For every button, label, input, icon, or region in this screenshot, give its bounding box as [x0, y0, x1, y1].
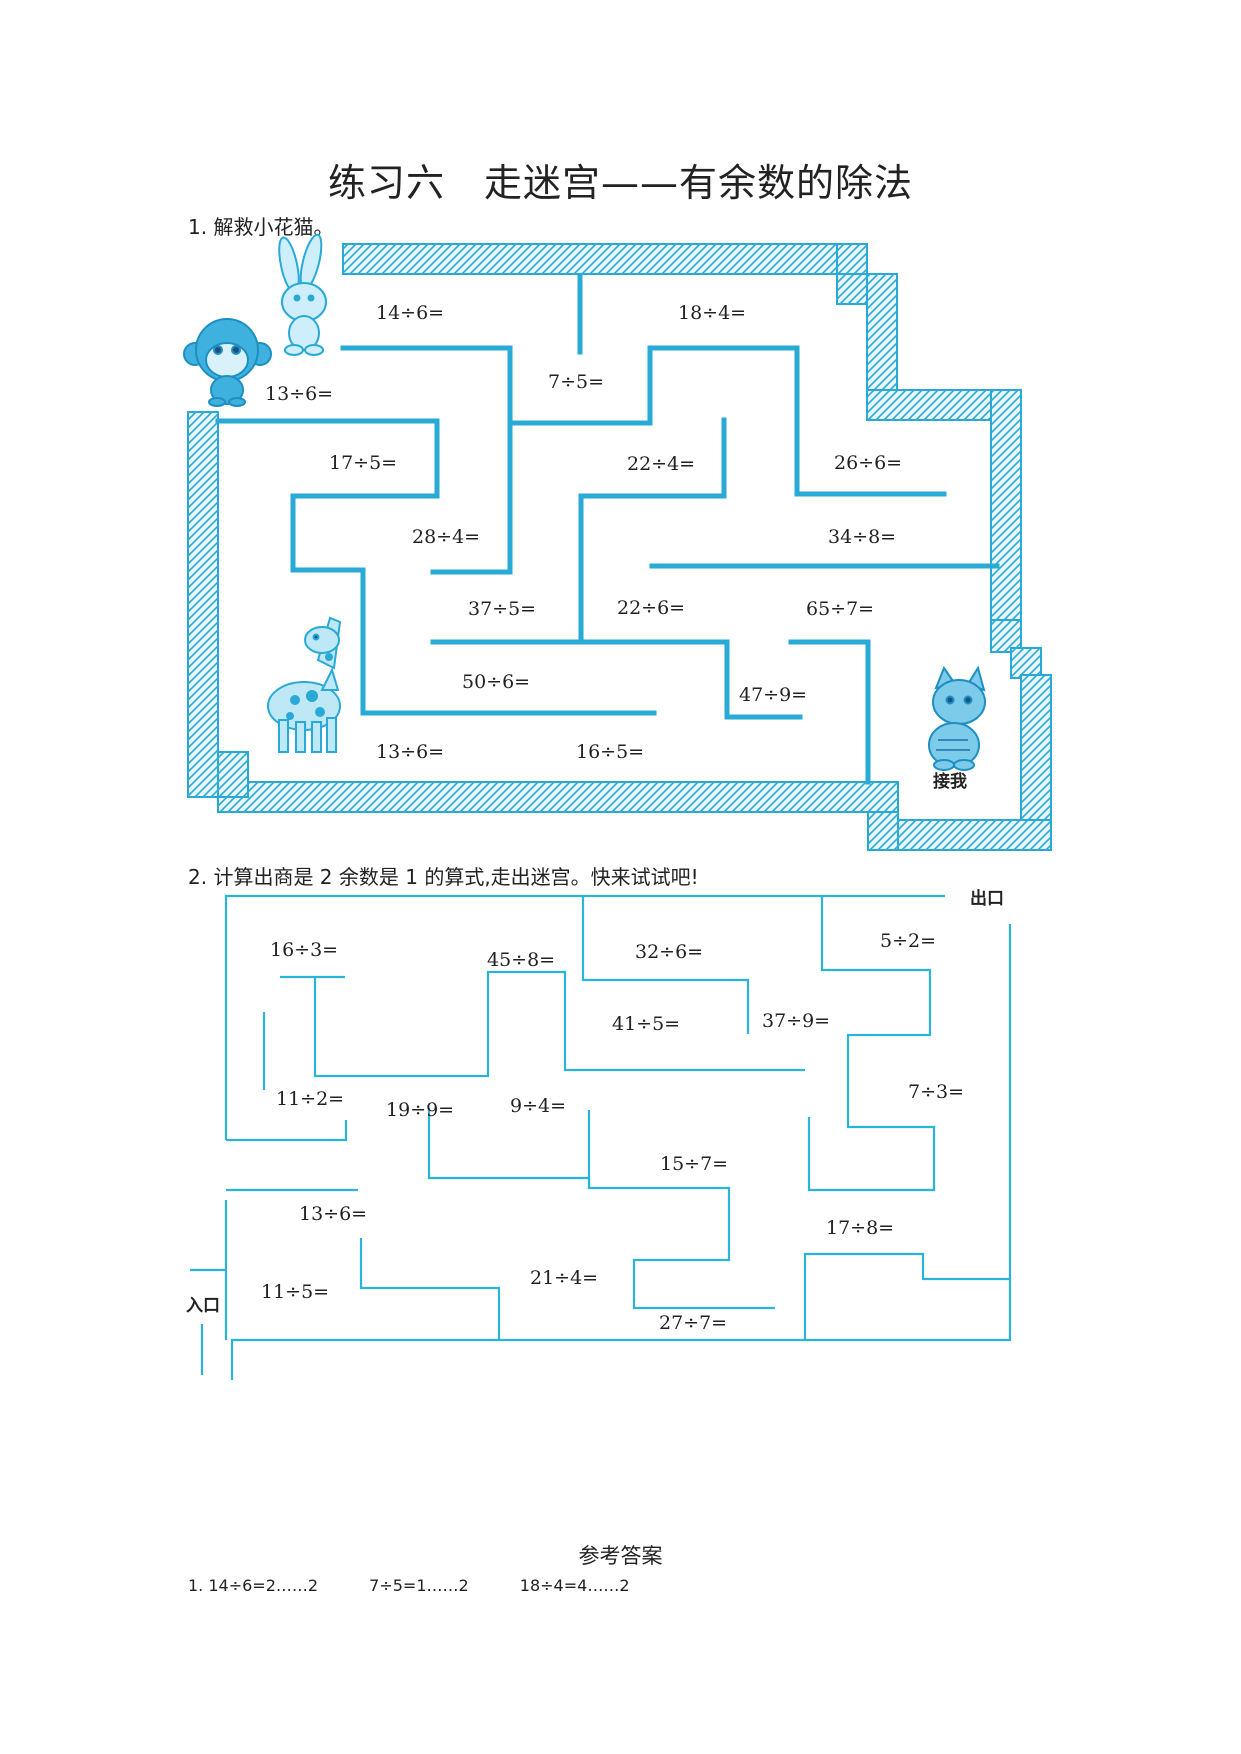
- eq-65-7: 65÷7=: [806, 598, 874, 620]
- page-title: 练习六 走迷宫——有余数的除法: [327, 161, 913, 205]
- answer-item: 1. 14÷6=2……2: [188, 1576, 319, 1595]
- maze-1-equations: 14÷6= 18÷4= 13÷6= 7÷5= 17÷5= 22÷4= 26÷6=…: [265, 302, 902, 763]
- giraffe-icon: [267, 616, 342, 753]
- eq-22-6: 22÷6=: [617, 597, 685, 619]
- eq-18-4: 18÷4=: [678, 302, 746, 324]
- answer-item: 18÷4=4……2: [519, 1576, 630, 1595]
- eq-28-4: 28÷4=: [412, 526, 480, 548]
- cat-icon: [928, 665, 986, 771]
- eq-16-5: 16÷5=: [576, 741, 644, 763]
- eq-13-6-b: 13÷6=: [376, 741, 444, 763]
- rabbit-icon: [278, 233, 327, 356]
- question-1-text: 1. 解救小花猫。: [188, 215, 334, 239]
- maze-1-inner-walls: [215, 273, 1000, 785]
- eq-47-9: 47÷9=: [739, 684, 807, 706]
- cat-label: 接我: [933, 771, 967, 792]
- eq-14-6: 14÷6=: [376, 302, 444, 324]
- maze-1-outer-wall: [187, 243, 1052, 851]
- eq-37-5: 37÷5=: [468, 598, 536, 620]
- eq-22-4: 22÷4=: [627, 453, 695, 475]
- eq-7-5: 7÷5=: [548, 371, 604, 393]
- answer-item: 7÷5=1……2: [369, 1576, 469, 1595]
- answer-row: 1. 14÷6=2……2 7÷5=1……2 18÷4=4……2: [188, 1576, 676, 1595]
- question-2-text: 2. 计算出商是 2 余数是 1 的算式,走出迷宫。快来试试吧!: [188, 865, 699, 889]
- eq-34-8: 34÷8=: [828, 526, 896, 548]
- answer-title: 参考答案: [578, 1544, 663, 1568]
- eq-13-6: 13÷6=: [265, 383, 333, 405]
- eq-26-6: 26÷6=: [834, 452, 902, 474]
- eq-17-5: 17÷5=: [329, 452, 397, 474]
- monkey-icon: [183, 318, 272, 407]
- eq-50-6: 50÷6=: [462, 671, 530, 693]
